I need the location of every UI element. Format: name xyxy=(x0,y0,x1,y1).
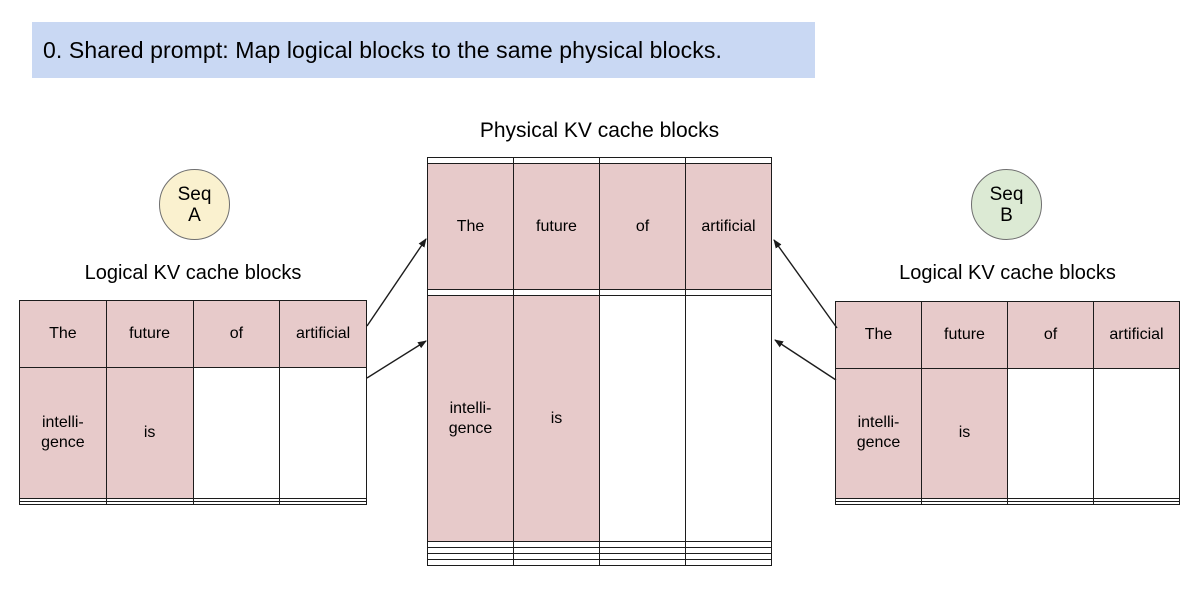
kv-empty-cell xyxy=(921,500,1008,506)
kv-block-row xyxy=(835,497,1180,502)
kv-token-cell: intelli- gence xyxy=(427,295,514,542)
kv-token-cell: is xyxy=(105,366,194,499)
kv-block-row xyxy=(835,500,1180,506)
kv-empty-cell xyxy=(1007,500,1094,506)
mapping-arrow xyxy=(773,239,838,329)
kv-empty-cell xyxy=(1093,367,1180,499)
physical-blocks-title: Physical KV cache blocks xyxy=(479,119,720,142)
kv-token-cell: is xyxy=(513,295,600,542)
kv-block-row xyxy=(19,500,367,506)
kv-empty-cell xyxy=(279,500,367,506)
logical-blocks-title-seq-b: Logical KV cache blocks xyxy=(899,262,1116,284)
kv-token-cell: is xyxy=(921,367,1008,499)
kv-empty-cell xyxy=(192,366,281,499)
seq-b-badge: Seq B xyxy=(971,169,1042,240)
mapping-arrow xyxy=(366,340,427,379)
kv-empty-cell xyxy=(835,500,922,506)
kv-token-cell: artificial xyxy=(1093,301,1180,369)
kv-token-cell: The xyxy=(427,163,514,290)
kv-token-cell: The xyxy=(19,300,107,368)
kv-token-cell: of xyxy=(192,300,281,368)
mapping-arrow xyxy=(774,339,837,381)
kv-token-cell: The xyxy=(835,301,922,369)
kv-token-cell: of xyxy=(1007,301,1094,369)
kv-token-cell: intelli- gence xyxy=(835,367,922,499)
kv-token-cell: artificial xyxy=(279,300,367,368)
kv-token-cell: artificial xyxy=(685,163,772,290)
kv-empty-cell xyxy=(599,559,686,566)
kv-empty-cell xyxy=(599,295,686,542)
kv-empty-cell xyxy=(685,559,772,566)
logical-blocks-title-seq-a: Logical KV cache blocks xyxy=(84,262,302,284)
kv-block-row xyxy=(427,559,772,566)
kv-token-cell: intelli- gence xyxy=(19,366,107,499)
seq-b-label-line2: B xyxy=(1000,204,1013,226)
kv-token-cell: of xyxy=(599,163,686,290)
seq-a-badge: Seq A xyxy=(159,169,230,240)
title-banner: 0. Shared prompt: Map logical blocks to … xyxy=(32,22,815,78)
kv-empty-cell xyxy=(105,500,194,506)
kv-token-cell: future xyxy=(105,300,194,368)
title-banner-text: 0. Shared prompt: Map logical blocks to … xyxy=(43,36,722,63)
kv-empty-cell xyxy=(685,295,772,542)
kv-empty-cell xyxy=(513,559,600,566)
kv-token-cell: future xyxy=(513,163,600,290)
kv-empty-cell xyxy=(427,559,514,566)
mapping-arrow xyxy=(366,238,427,327)
kv-empty-cell xyxy=(1093,497,1180,502)
kv-empty-cell xyxy=(279,366,367,499)
kv-empty-cell xyxy=(1007,367,1094,499)
seq-b-label-line1: Seq xyxy=(989,183,1024,205)
kv-empty-cell xyxy=(19,500,107,506)
seq-a-label-line1: Seq xyxy=(177,183,212,205)
kv-token-cell: future xyxy=(921,301,1008,369)
seq-a-label-line2: A xyxy=(188,204,201,226)
kv-empty-cell xyxy=(1093,500,1180,506)
kv-empty-cell xyxy=(192,500,281,506)
